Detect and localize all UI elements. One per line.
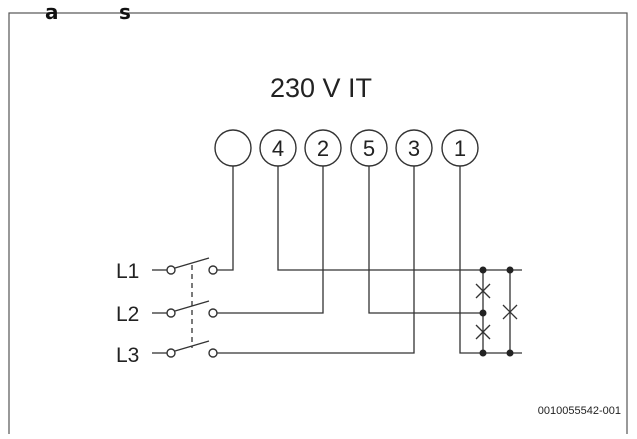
terminal-block: 4 2 5 3 1 <box>214 129 479 167</box>
phase-label-l2: L2 <box>116 303 139 326</box>
terminal-label-1: 1 <box>454 136 466 161</box>
switch-l2 <box>152 300 218 318</box>
voltage-title: 230 V IT <box>270 73 372 103</box>
document-code: 0010055542-001 <box>538 405 621 417</box>
terminal-blank <box>214 129 252 167</box>
diagram-frame <box>8 12 628 439</box>
corner-label-s: s <box>119 0 131 24</box>
phase-label-l3: L3 <box>116 344 139 367</box>
switch-l3 <box>152 340 218 358</box>
terminal-label-3: 3 <box>408 136 420 161</box>
corner-label-a: a <box>45 0 59 24</box>
cross-markers <box>475 283 518 340</box>
switch-l1 <box>152 257 218 275</box>
junction-dots <box>479 266 514 357</box>
terminal-label-2: 2 <box>317 136 329 161</box>
phase-label-l1: L1 <box>116 260 139 283</box>
terminal-label-4: 4 <box>272 136 284 161</box>
terminal-label-5: 5 <box>363 136 375 161</box>
